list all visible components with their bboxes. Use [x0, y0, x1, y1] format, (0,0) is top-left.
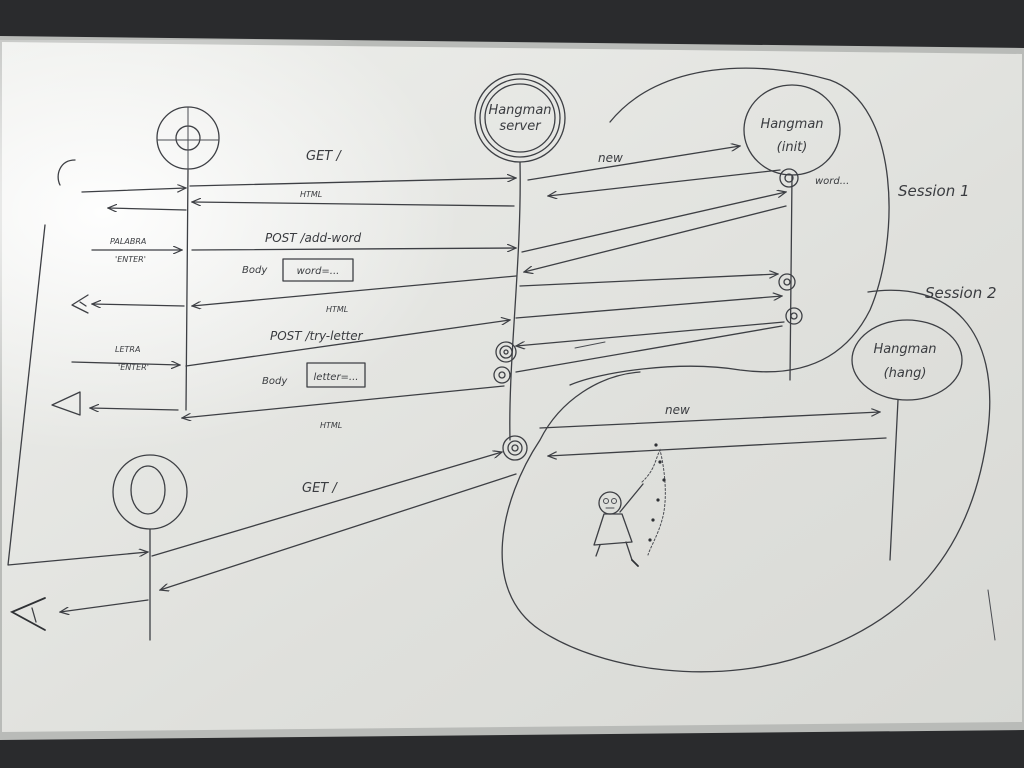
label-new-2: new: [665, 403, 690, 417]
arrow-new-2: [539, 412, 880, 429]
body-word-box: [282, 258, 354, 282]
arrow-init-return: [548, 169, 781, 196]
hangman-server-label-1: Hangman: [488, 103, 551, 118]
hangman-init-label-2: (init): [777, 140, 808, 155]
browser-node-bottom-inner: [130, 465, 166, 515]
hangman-init-label-1: Hangman: [760, 117, 823, 132]
arrow-new-1: [527, 146, 740, 181]
label-get-root-2: GET /: [302, 481, 338, 496]
arrow-html-2: [192, 275, 517, 306]
arrow-to-hangman-3: [515, 325, 783, 373]
hangman-server-node: Hangman server: [474, 73, 566, 441]
hangman-hang-node: Hangman (hang): [851, 319, 963, 561]
eye-icon: [71, 294, 89, 314]
arrow-add-word-to-hangman: [521, 192, 786, 253]
label-post-try-letter: POST /try-letter: [270, 329, 364, 343]
session-1-label: Session 1: [898, 182, 970, 200]
label-body-letter: Body: [262, 376, 288, 387]
arrow-client-to-browser-1: [81, 188, 186, 193]
browser-node-top: [156, 106, 220, 411]
hangman-server-label-2: server: [499, 119, 542, 134]
session-2-label: Session 2: [925, 284, 997, 302]
arrow-try-letter-to-hangman: [515, 296, 782, 319]
arrow-html-2-to-client: [92, 304, 185, 306]
arrow-post-try-letter: [185, 320, 510, 367]
label-letra: LETRA: [115, 345, 140, 354]
label-html-1: HTML: [300, 190, 322, 199]
label-html-2: HTML: [326, 305, 348, 314]
activation-spiral: [778, 273, 803, 325]
arrow-get-root: [189, 178, 516, 187]
client-lifeline-loop: [7, 224, 148, 566]
arrow-letra: [71, 362, 180, 365]
session-1-boundary: [569, 67, 890, 386]
arrow-hangman-return-2: [516, 321, 785, 346]
client-head-arc: [57, 159, 76, 186]
arrow-browser-to-client-1: [108, 208, 187, 210]
arrow-html-3-to-client: [90, 408, 179, 410]
label-body-letter-box: letter=...: [314, 372, 359, 383]
label-html-3: HTML: [320, 421, 342, 430]
hangman-hang-label-2: (hang): [884, 366, 927, 381]
label-letra-enter: 'ENTER': [118, 363, 149, 372]
label-body-word: Body: [242, 265, 268, 276]
hangman-doodle: [593, 443, 666, 567]
label-new-1: new: [598, 151, 623, 165]
hangman-hang-label-1: Hangman: [873, 342, 936, 357]
arrow-post-add-word: [191, 248, 516, 250]
label-body-word-box: word=...: [297, 266, 340, 277]
word-note: word...: [815, 176, 849, 187]
arrow-hangman-return-1: [524, 205, 787, 272]
arrow-html-4: [160, 473, 517, 590]
arrow-html-1: [192, 202, 515, 207]
label-post-add-word: POST /add-word: [265, 231, 361, 245]
client-actor: [7, 159, 148, 566]
arrow-hang-return: [548, 437, 887, 456]
label-palabra-enter: 'ENTER': [115, 255, 146, 264]
hangman-init-node: Hangman (init) word...: [743, 84, 849, 381]
browser-lifeline: [185, 169, 189, 411]
arrow-get-root-2: [151, 452, 502, 557]
label-palabra: PALABRA: [110, 237, 146, 246]
session-2-boundary: [501, 289, 991, 673]
hangman-hang-lifeline: [889, 399, 899, 561]
arrow-to-hangman-2: [519, 274, 778, 287]
arrow-html-4-to-client: [60, 599, 149, 612]
hangman-init-lifeline: [789, 174, 793, 381]
browser-node-bottom: [112, 454, 188, 641]
label-get-root: GET /: [306, 149, 342, 164]
server-lifeline: [509, 161, 521, 441]
arrow-html-3: [182, 385, 505, 418]
body-letter-box: [306, 362, 366, 388]
activation-spiral: [493, 341, 528, 461]
light-glare: [0, 40, 1024, 730]
eye-icon: [9, 597, 46, 631]
eye-icon: [51, 391, 81, 416]
